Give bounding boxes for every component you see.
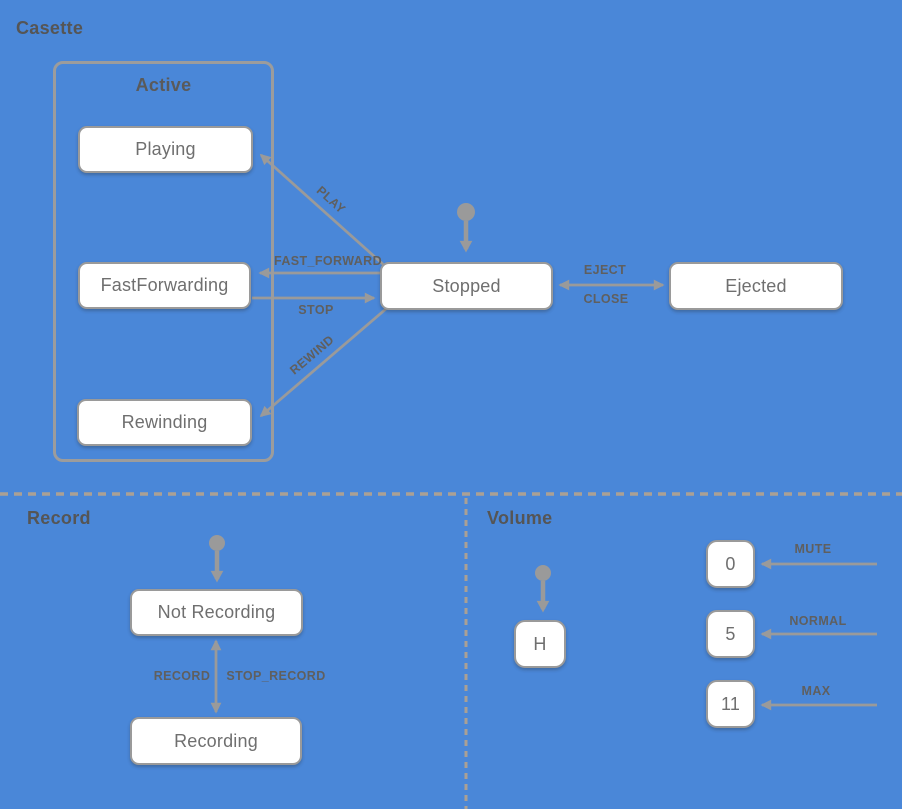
section-label-volume: Volume [487, 508, 553, 528]
state-volume-5[interactable]: 5 [706, 610, 755, 658]
state-stopped[interactable]: Stopped [380, 262, 553, 310]
state-volume-11-label: 11 [720, 693, 741, 714]
transition-rewind-arrow [259, 306, 388, 418]
transition-label-stop-record[interactable]: STOP_RECORD [226, 669, 326, 683]
state-not-recording[interactable]: Not Recording [130, 589, 303, 636]
transition-label-stop[interactable]: STOP [298, 303, 334, 317]
state-playing[interactable]: Playing [78, 126, 253, 173]
transition-label-record[interactable]: RECORD [153, 669, 211, 683]
state-volume-0[interactable]: 0 [706, 540, 755, 588]
state-volume-history[interactable]: H [514, 620, 566, 668]
initial-dot-volume [535, 565, 551, 581]
state-not-recording-label: Not Recording [157, 602, 276, 622]
state-recording-label: Recording [174, 730, 258, 751]
initial-dot-casette [457, 203, 475, 221]
transition-play-arrow [259, 153, 386, 268]
initial-dot-record [209, 535, 225, 551]
state-fast-forwarding-label: FastForwarding [100, 275, 229, 295]
transition-label-normal[interactable]: NORMAL [789, 614, 847, 628]
transition-label-close[interactable]: CLOSE [583, 292, 629, 306]
section-label-record: Record [27, 508, 91, 528]
state-volume-0-label: 0 [725, 553, 736, 574]
initial-state-marker-volume [535, 565, 551, 613]
transition-label-mute[interactable]: MUTE [794, 542, 832, 556]
state-rewinding[interactable]: Rewinding [77, 399, 252, 446]
initial-state-marker-record [209, 535, 225, 583]
group-active: Active [53, 61, 274, 462]
transition-label-fast-forward[interactable]: FAST_FORWARD [273, 254, 383, 268]
state-volume-5-label: 5 [725, 623, 736, 644]
state-ejected[interactable]: Ejected [669, 262, 843, 310]
transition-label-eject[interactable]: EJECT [583, 263, 627, 277]
state-rewinding-label: Rewinding [121, 412, 208, 432]
state-ejected-label: Ejected [725, 275, 787, 296]
state-recording[interactable]: Recording [130, 717, 302, 765]
state-stopped-label: Stopped [432, 275, 501, 296]
state-volume-history-label: H [533, 633, 547, 654]
state-volume-11[interactable]: 11 [706, 680, 755, 728]
transition-label-max[interactable]: MAX [801, 684, 831, 698]
initial-state-marker-casette [457, 203, 475, 253]
section-label-casette: Casette [16, 18, 84, 38]
state-fast-forwarding[interactable]: FastForwarding [78, 262, 251, 309]
group-label-active: Active [135, 75, 192, 95]
state-playing-label: Playing [135, 139, 196, 159]
